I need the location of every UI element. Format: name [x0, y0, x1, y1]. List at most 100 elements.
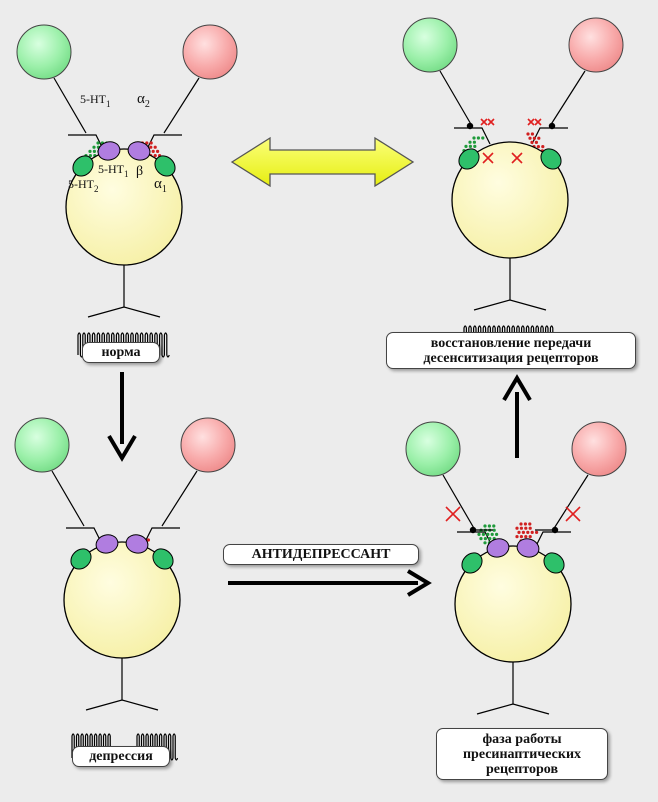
- block-mark: [445, 506, 461, 522]
- noradrenaline-dot: [524, 535, 528, 539]
- serotonin-dot: [473, 144, 477, 148]
- noradrenaline-dot: [530, 140, 534, 144]
- noradrenaline-dot: [528, 136, 532, 140]
- noradrenaline-dot: [519, 522, 523, 526]
- noradrenaline-dot: [528, 535, 532, 539]
- noradrenaline-terminal: [143, 527, 180, 545]
- label-restore-transmission: восстановление передачи десенситизация р…: [386, 332, 636, 369]
- receptor-5ht2: [70, 548, 92, 570]
- label-presynaptic-phase: фаза работы пресинаптических рецепторов: [436, 728, 608, 780]
- serotonin-dot: [487, 524, 491, 528]
- receptor-5ht2: [458, 148, 480, 170]
- serotonin-dot: [464, 144, 468, 148]
- noradrenaline-dot: [515, 526, 519, 530]
- serotonin-dot: [88, 149, 92, 153]
- receptor-beta: [125, 534, 149, 554]
- block-mark: [480, 118, 488, 126]
- noradrenaline-dot: [524, 526, 528, 530]
- panel-depression: [14, 417, 236, 761]
- label-beta: β: [136, 164, 143, 179]
- serotonin-dot: [481, 532, 485, 537]
- block-mark: [482, 152, 494, 164]
- serotonin-dot: [490, 532, 494, 537]
- noradrenaline-terminal: [534, 531, 571, 549]
- serotonin-dot: [468, 140, 472, 144]
- receptor-alpha1: [152, 548, 174, 570]
- presynaptic-receptor-node: [466, 122, 474, 130]
- serotonin-dot: [492, 524, 496, 528]
- serotonin-dot: [483, 537, 487, 541]
- serotonin-dot: [481, 136, 485, 140]
- serotonin-neuron: [405, 421, 461, 477]
- noradrenaline-neuron: [180, 417, 236, 473]
- noradrenaline-axon: [161, 470, 198, 527]
- panel-presynaptic-phase: [405, 421, 627, 759]
- noradrenaline-dot: [523, 522, 528, 526]
- noradrenaline-dot: [541, 145, 545, 149]
- label-5ht2: 5-НТ2: [68, 177, 99, 194]
- action-potentials: [136, 733, 179, 761]
- noradrenaline-dot: [528, 526, 532, 530]
- noradrenaline-dot: [149, 141, 153, 145]
- noradrenaline-dot: [149, 145, 153, 149]
- noradrenaline-dot: [526, 530, 530, 535]
- label-5ht1-presynaptic: 5-НТ1: [80, 92, 111, 109]
- noradrenaline-neuron: [571, 421, 627, 477]
- arrow-up-icon: [502, 374, 532, 458]
- receptor-alpha1: [540, 148, 562, 170]
- noradrenaline-dot: [519, 535, 524, 539]
- serotonin-dot: [488, 537, 492, 541]
- noradrenaline-dot: [156, 149, 160, 153]
- serotonin-dot: [495, 532, 499, 537]
- receptor-5ht2: [72, 155, 94, 177]
- serotonin-dot: [479, 537, 483, 541]
- serotonin-neuron: [402, 17, 458, 73]
- receptor-beta: [127, 141, 151, 161]
- arrow-down-icon: [107, 372, 137, 462]
- label-5ht1-postsynaptic: 5-НТ1: [98, 162, 129, 179]
- serotonin-dot: [476, 136, 480, 140]
- serotonin-axon: [51, 470, 85, 527]
- noradrenaline-dot: [530, 530, 534, 535]
- noradrenaline-dot: [526, 132, 530, 136]
- axon-terminal: [87, 306, 161, 318]
- serotonin-axon: [442, 474, 476, 531]
- receptor-5ht2: [461, 552, 483, 574]
- receptor-5ht1: [97, 141, 121, 161]
- panel-norm: [16, 24, 238, 358]
- axon-terminal: [473, 299, 547, 311]
- noradrenaline-dot: [535, 530, 539, 535]
- panel-restored: [402, 17, 624, 351]
- noradrenaline-dot: [532, 136, 537, 140]
- noradrenaline-dot: [537, 136, 541, 140]
- axon-terminal: [476, 703, 550, 715]
- serotonin-dot: [483, 541, 487, 545]
- serotonin-neuron: [16, 24, 72, 80]
- noradrenaline-dot: [151, 149, 155, 153]
- block-mark: [527, 118, 535, 126]
- receptor-alpha1: [543, 552, 565, 574]
- action-potentials: [71, 733, 114, 761]
- serotonin-dot: [96, 141, 100, 145]
- noradrenaline-dot: [530, 132, 535, 136]
- receptor-5ht1: [95, 534, 119, 554]
- serotonin-dot: [472, 140, 476, 144]
- noradrenaline-dot: [534, 140, 539, 144]
- block-mark: [534, 118, 542, 126]
- serotonin-dot: [477, 532, 481, 537]
- noradrenaline-neuron: [182, 24, 238, 80]
- noradrenaline-axon: [163, 77, 200, 134]
- arrow-right-icon: [228, 569, 432, 597]
- label-alpha1: α1: [154, 176, 167, 195]
- block-mark: [511, 152, 523, 164]
- noradrenaline-dot: [515, 535, 519, 539]
- label-alpha2: α2: [137, 91, 150, 110]
- serotonin-axon: [53, 77, 87, 134]
- double-arrow-icon: [230, 136, 415, 188]
- noradrenaline-axon: [549, 70, 586, 127]
- receptor-beta: [516, 538, 540, 558]
- receptor-5ht1: [486, 538, 510, 558]
- receptor-labels: 5-НТ1 α2 5-НТ1 β 5-НТ2 α1: [68, 91, 167, 195]
